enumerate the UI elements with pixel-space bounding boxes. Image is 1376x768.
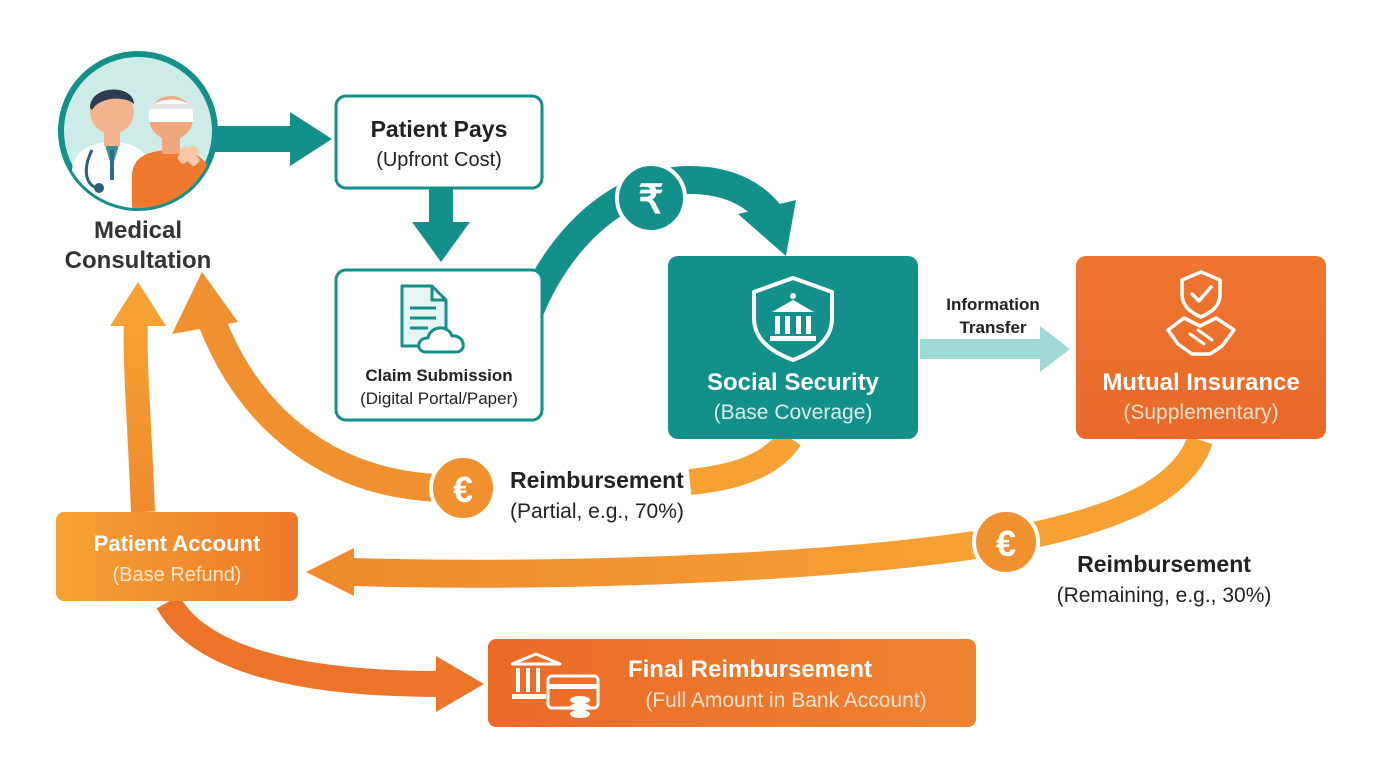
arrow-remaining-reimbursement: [306, 435, 1213, 596]
final-reimbursement-subtitle: (Full Amount in Bank Account): [645, 689, 926, 712]
patient-account-box: Patient Account (Base Refund): [56, 512, 298, 601]
patient-pays-subtitle: (Upfront Cost): [376, 149, 502, 171]
mutual-insurance-subtitle: (Supplementary): [1123, 401, 1278, 424]
arrow-partial-reimbursement: [172, 272, 801, 502]
patient-pays-box: Patient Pays (Upfront Cost): [334, 94, 544, 190]
social-security-title: Social Security: [707, 369, 880, 396]
information-transfer-line2: Transfer: [959, 318, 1026, 337]
information-transfer-line1: Information: [946, 295, 1040, 314]
patient-pays-title: Patient Pays: [371, 116, 508, 142]
social-security-box: Social Security (Base Coverage): [668, 256, 918, 439]
reimbursement-partial-subtitle: (Partial, e.g., 70%): [510, 500, 684, 523]
consultation-label-line2: Consultation: [65, 247, 212, 274]
euro-coin-remaining: €: [972, 508, 1040, 576]
reimbursement-remaining-title: Reimbursement: [1077, 551, 1251, 577]
reimbursement-remaining-subtitle: (Remaining, e.g., 30%): [1057, 584, 1272, 607]
arrow-account-to-consultation: [110, 282, 166, 513]
arrow-account-to-final: [156, 595, 484, 712]
rupee-coin-icon: ₹: [615, 162, 687, 234]
mutual-insurance-box: Mutual Insurance (Supplementary): [1076, 256, 1326, 439]
claim-submission-box: Claim Submission (Digital Portal/Paper): [334, 268, 544, 422]
shield-bank-icon: [752, 276, 834, 362]
document-cloud-icon: [400, 284, 465, 354]
arrow-information-transfer: [920, 326, 1070, 372]
final-reimbursement-title: Final Reimbursement: [628, 656, 872, 683]
patient-account-subtitle: (Base Refund): [113, 564, 242, 586]
consultation-label-line1: Medical: [94, 217, 182, 244]
consultation-illustration: [58, 51, 218, 211]
social-security-subtitle: (Base Coverage): [714, 401, 873, 424]
claim-submission-title: Claim Submission: [365, 366, 512, 385]
final-reimbursement-box: Final Reimbursement (Full Amount in Bank…: [488, 639, 976, 727]
rupee-symbol: ₹: [638, 178, 663, 222]
mutual-insurance-title: Mutual Insurance: [1102, 369, 1299, 396]
euro-symbol-remaining: €: [996, 523, 1016, 564]
arrow-payment-to-claim: [412, 188, 470, 262]
euro-coin-partial: €: [429, 454, 497, 522]
shield-handshake-icon: [1166, 270, 1236, 356]
euro-symbol-partial: €: [453, 469, 473, 510]
patient-account-title: Patient Account: [94, 531, 261, 556]
reimbursement-partial-title: Reimbursement: [510, 467, 684, 493]
claim-submission-subtitle: (Digital Portal/Paper): [360, 389, 518, 408]
bank-card-icon: [510, 652, 600, 718]
arrow-consultation-to-payment: [208, 112, 332, 166]
